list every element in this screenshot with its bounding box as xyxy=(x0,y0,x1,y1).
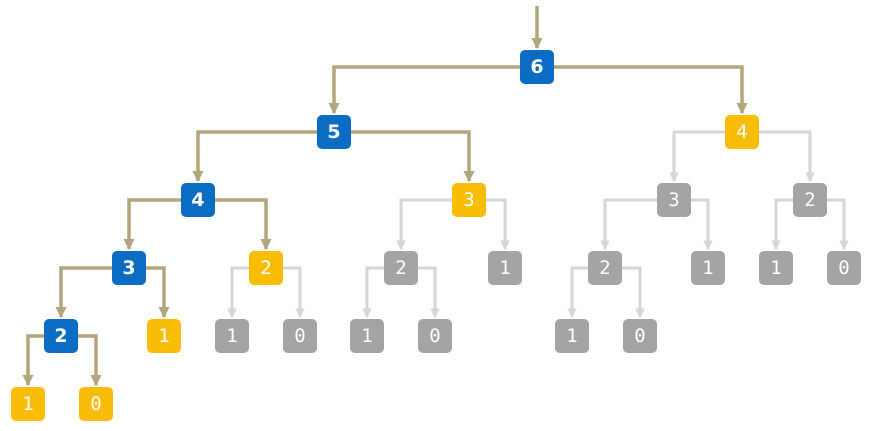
tree-node-yellow: 3 xyxy=(452,183,486,217)
tree-node-gray: 2 xyxy=(793,183,827,217)
tree-node-gray: 2 xyxy=(384,251,418,285)
tree-edge xyxy=(215,198,272,251)
tree-edge xyxy=(418,266,440,318)
tree-node-blue: 6 xyxy=(520,50,554,84)
tree-edge xyxy=(351,130,475,183)
tree-edge xyxy=(55,266,112,319)
tree-edge xyxy=(669,130,725,182)
tree-node-gray: 1 xyxy=(350,319,384,353)
tree-edge xyxy=(328,65,520,115)
tree-edge xyxy=(567,266,588,318)
tree-node-yellow: 0 xyxy=(79,387,113,421)
tree-node-yellow: 2 xyxy=(249,251,283,285)
tree-node-gray: 2 xyxy=(588,251,622,285)
tree-node-gray: 1 xyxy=(691,251,725,285)
tree-edge xyxy=(554,65,748,115)
tree-edge xyxy=(227,266,249,318)
tree-node-blue: 3 xyxy=(112,251,146,285)
tree-node-gray: 3 xyxy=(657,183,691,217)
tree-node-gray: 0 xyxy=(283,319,317,353)
tree-edge xyxy=(771,198,793,250)
tree-edge xyxy=(146,266,170,319)
tree-node-yellow: 1 xyxy=(11,387,45,421)
tree-edge xyxy=(622,266,645,318)
tree-node-gray: 1 xyxy=(215,319,249,353)
tree-node-blue: 5 xyxy=(317,115,351,149)
tree-edge xyxy=(362,266,384,318)
tree-node-gray: 1 xyxy=(555,319,589,353)
tree-node-blue: 2 xyxy=(44,319,78,353)
tree-edge xyxy=(759,130,815,182)
tree-node-gray: 1 xyxy=(488,251,522,285)
tree-edge xyxy=(396,198,452,250)
tree-edge xyxy=(600,198,657,250)
tree-edge xyxy=(78,334,102,387)
tree-edge xyxy=(827,198,849,250)
tree-node-yellow: 1 xyxy=(147,319,181,353)
tree-edge xyxy=(22,334,44,387)
tree-edge xyxy=(283,266,305,318)
tree-node-gray: 1 xyxy=(759,251,793,285)
tree-node-blue: 4 xyxy=(181,183,215,217)
tree-edge xyxy=(192,130,317,183)
tree-node-gray: 0 xyxy=(827,251,861,285)
tree-edge xyxy=(486,198,510,250)
tree-edge xyxy=(123,198,181,251)
tree-node-yellow: 4 xyxy=(725,115,759,149)
tree-edge xyxy=(691,198,713,250)
tree-node-gray: 0 xyxy=(418,319,452,353)
tree-node-gray: 0 xyxy=(623,319,657,353)
